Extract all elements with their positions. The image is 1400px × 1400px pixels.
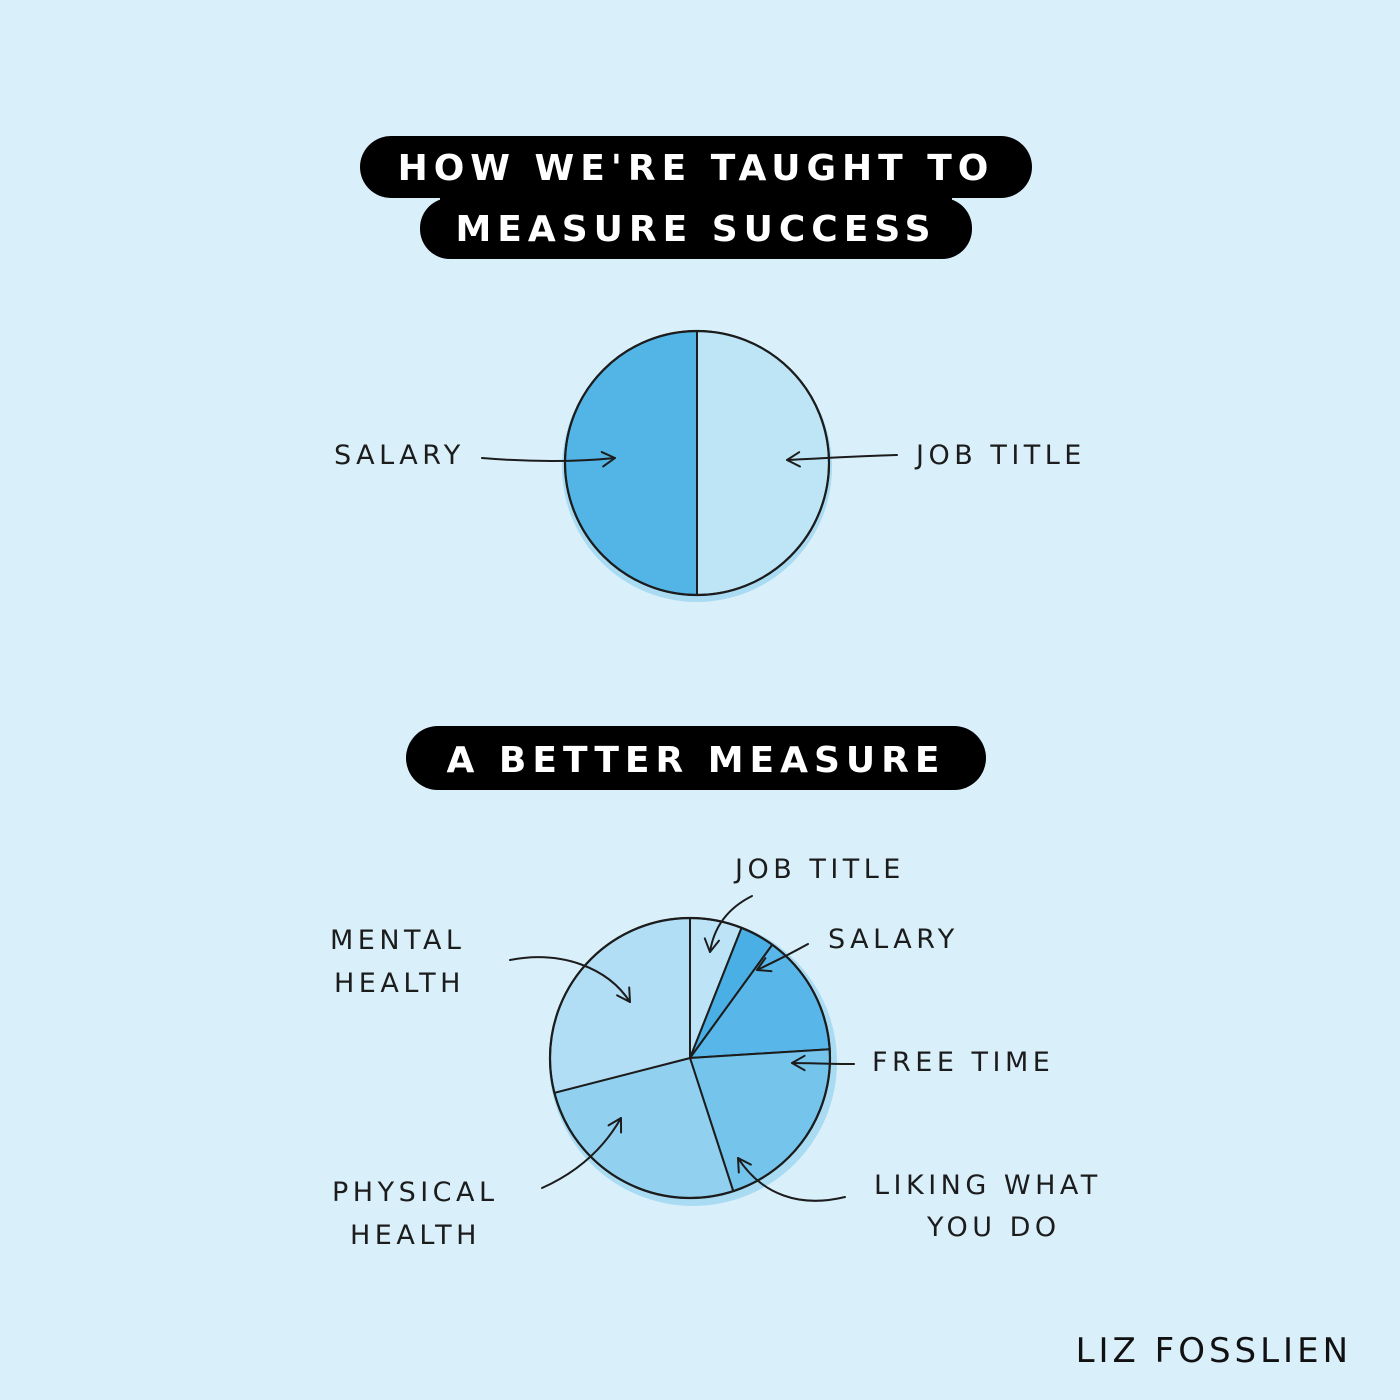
bottom-arrow-salary bbox=[756, 943, 809, 973]
top-heading-banner-join bbox=[440, 188, 952, 210]
top-pie-outline bbox=[563, 329, 831, 597]
bottom-heading: A BETTER MEASURE bbox=[406, 726, 986, 790]
bottom-heading-banner bbox=[406, 726, 986, 790]
top-pie-slice-job-title bbox=[696, 330, 830, 596]
top-pie-slice-salary bbox=[564, 330, 698, 596]
bottom-arrow-free-time bbox=[791, 1054, 855, 1072]
bottom-pie-outline bbox=[548, 916, 832, 1200]
top-arrow-salary bbox=[481, 451, 616, 468]
bottom-label-liking-line-1: LIKING WHAT bbox=[874, 1170, 1102, 1201]
bottom-heading-text: A BETTER MEASURE bbox=[447, 740, 946, 781]
bottom-label-physical-line-2: HEALTH bbox=[350, 1220, 481, 1251]
top-heading-banner-2 bbox=[420, 198, 972, 259]
bottom-label-salary: SALARY bbox=[828, 924, 959, 955]
top-label-job-title: JOB TITLE bbox=[914, 440, 1086, 471]
bottom-label-physical-line-1: PHYSICAL bbox=[332, 1177, 499, 1208]
bottom-label-mental-line-2: HEALTH bbox=[334, 968, 465, 999]
top-heading-line-1: HOW WE'RE TAUGHT TO bbox=[398, 148, 995, 189]
bottom-arrow-physical bbox=[541, 1117, 623, 1189]
top-heading-line-2: MEASURE SUCCESS bbox=[455, 209, 936, 250]
bottom-label-liking-line-2: YOU DO bbox=[926, 1212, 1061, 1243]
credit-signature: LIZ FOSSLIEN bbox=[1076, 1331, 1352, 1371]
bottom-label-mental-line-1: MENTAL bbox=[330, 925, 465, 956]
top-label-salary: SALARY bbox=[334, 440, 465, 471]
bottom-arrow-liking bbox=[737, 1157, 846, 1202]
top-heading: HOW WE'RE TAUGHT TO MEASURE SUCCESS bbox=[360, 136, 1032, 259]
top-arrow-job-title bbox=[786, 451, 898, 468]
top-pie-chart bbox=[562, 329, 832, 602]
bottom-label-free-time: FREE TIME bbox=[872, 1047, 1054, 1078]
bottom-arrow-job-title bbox=[703, 895, 753, 953]
top-heading-banner-1 bbox=[360, 136, 1032, 198]
bottom-label-job-title: JOB TITLE bbox=[733, 854, 905, 885]
bottom-arrow-mental bbox=[509, 956, 631, 1003]
bottom-pie-chart bbox=[548, 916, 837, 1206]
